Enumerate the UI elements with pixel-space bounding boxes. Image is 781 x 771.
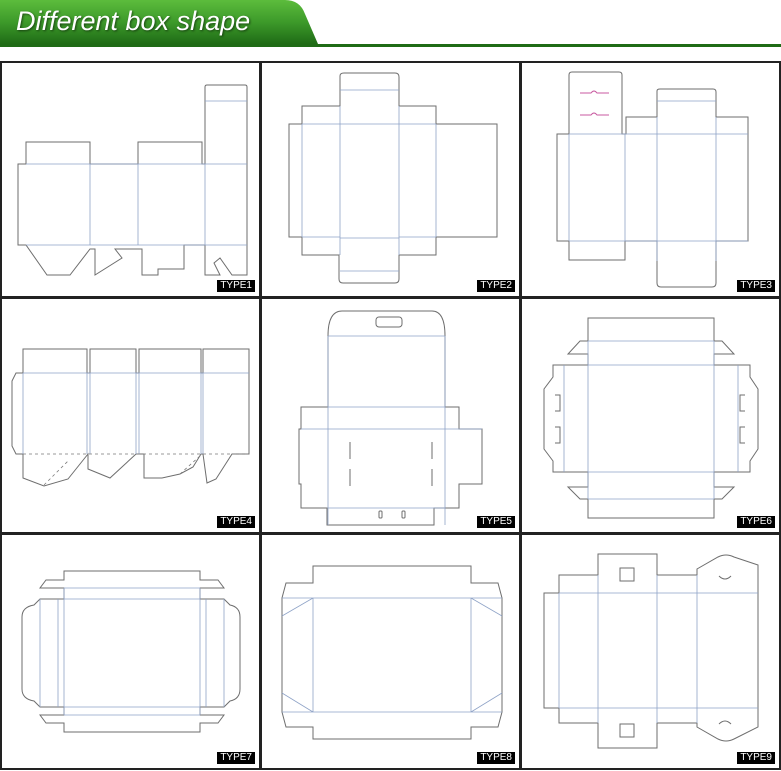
box-panel-type9: TYPE9 bbox=[520, 533, 781, 770]
dieline-type7 bbox=[21, 570, 241, 733]
dieline-type1 bbox=[17, 84, 248, 276]
type-label: TYPE3 bbox=[737, 280, 775, 292]
dieline-type5 bbox=[298, 310, 483, 526]
dieline-type2 bbox=[288, 72, 498, 284]
dieline-type9 bbox=[543, 553, 759, 749]
type-label: TYPE4 bbox=[217, 516, 255, 528]
type-label: TYPE2 bbox=[477, 280, 515, 292]
box-panel-type2: TYPE2 bbox=[260, 61, 521, 298]
type-label: TYPE5 bbox=[477, 516, 515, 528]
box-panel-type3: TYPE3 bbox=[520, 61, 781, 298]
box-panel-type6: TYPE6 bbox=[520, 297, 781, 534]
type-label: TYPE8 bbox=[477, 752, 515, 764]
header-banner bbox=[0, 0, 781, 47]
dieline-type6 bbox=[543, 317, 759, 519]
page-title: Different box shape bbox=[16, 6, 251, 36]
box-panel-type1: TYPE1 bbox=[0, 61, 261, 298]
dieline-type8 bbox=[281, 565, 503, 740]
type-label: TYPE7 bbox=[217, 752, 255, 764]
page-header: Different box shape bbox=[0, 0, 781, 50]
box-panel-type5: TYPE5 bbox=[260, 297, 521, 534]
type-label: TYPE6 bbox=[737, 516, 775, 528]
box-panel-type7: TYPE7 bbox=[0, 533, 261, 770]
dieline-type4 bbox=[11, 348, 250, 487]
box-panel-type8: TYPE8 bbox=[260, 533, 521, 770]
type-label: TYPE1 bbox=[217, 280, 255, 292]
type-label: TYPE9 bbox=[737, 752, 775, 764]
box-panel-type4: TYPE4 bbox=[0, 297, 261, 534]
dieline-type3 bbox=[556, 71, 749, 288]
